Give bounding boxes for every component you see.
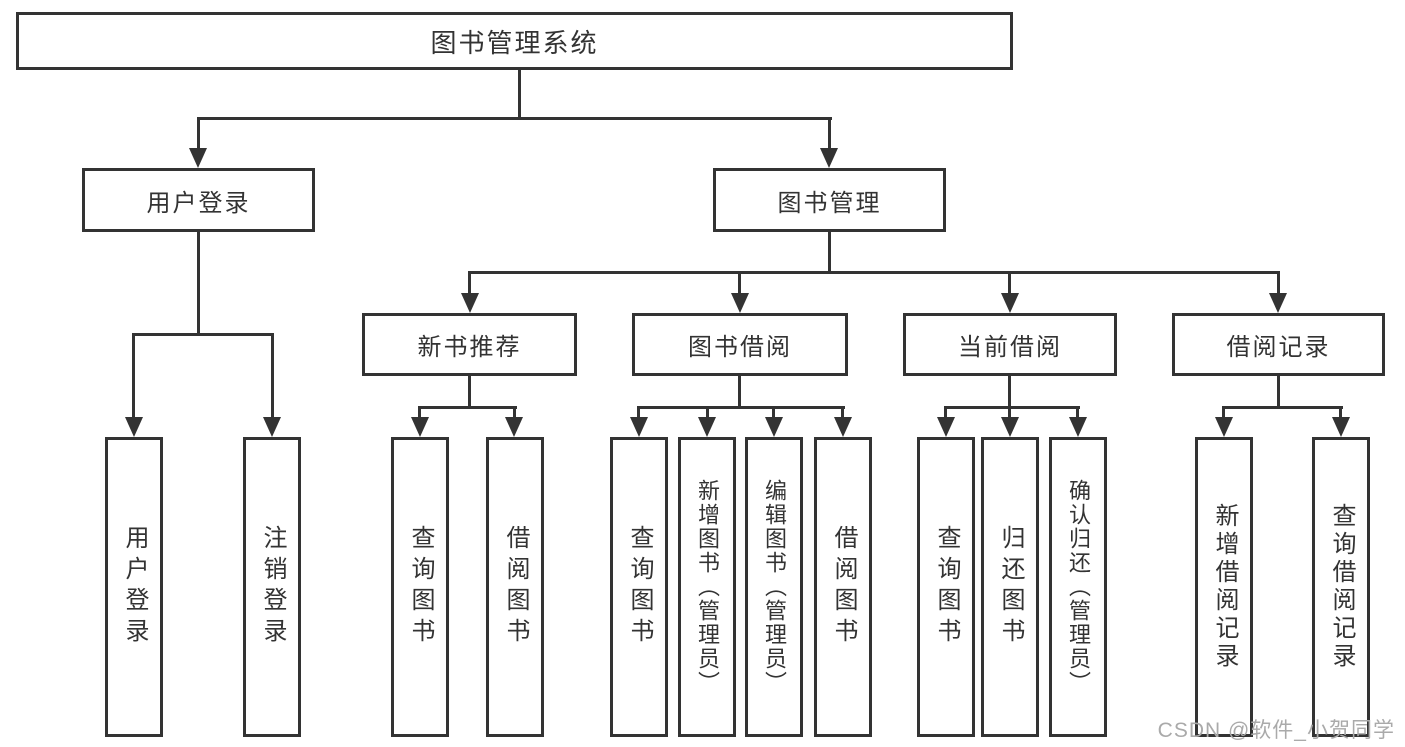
connector-drop	[1008, 271, 1011, 295]
node-user-login: 用户登录	[82, 168, 315, 232]
leaf-label: 新增借阅记录	[1211, 503, 1238, 671]
connector-current-stem	[1008, 373, 1011, 409]
node-book-borrow: 图书借阅	[632, 313, 848, 376]
arrowhead	[411, 417, 429, 437]
connector-drop	[132, 333, 135, 419]
leaf-label: 归还图书	[997, 525, 1024, 649]
leaf-label: 借阅图书	[830, 525, 857, 649]
connector-drop	[772, 406, 775, 419]
connector-current-rail	[944, 406, 1080, 409]
arrowhead	[263, 417, 281, 437]
connector-drop	[271, 333, 274, 419]
arrowhead	[1001, 417, 1019, 437]
leaf-newbook-query-books: 查询图书	[391, 437, 449, 737]
connector-userlogin-stem	[197, 230, 200, 335]
connector-drop	[418, 406, 421, 419]
arrowhead	[125, 417, 143, 437]
connector-borrow-stem	[738, 373, 741, 409]
connector-drop-user-login	[197, 117, 200, 150]
leaf-borrow-edit-books-admin: 编辑图书（管理员）	[745, 437, 803, 737]
leaf-records-add-record: 新增借阅记录	[1195, 437, 1253, 737]
connector-drop-book-management	[828, 117, 831, 150]
arrowhead	[731, 293, 749, 313]
arrowhead	[1269, 293, 1287, 313]
connector-records-stem	[1277, 373, 1280, 409]
connector-drop	[706, 406, 709, 419]
arrowhead	[937, 417, 955, 437]
csdn-watermark: CSDN @软件_小贺同学	[1157, 719, 1395, 742]
arrowhead	[505, 417, 523, 437]
connector-newbook-rail	[418, 406, 517, 409]
leaf-label: 注销登录	[259, 525, 286, 649]
connector-root-stem	[518, 68, 521, 119]
leaf-label: 用户登录	[121, 525, 148, 649]
leaf-current-return-books: 归还图书	[981, 437, 1039, 737]
arrowhead	[820, 148, 838, 168]
node-current-borrow: 当前借阅	[903, 313, 1117, 376]
node-new-book-recommend: 新书推荐	[362, 313, 577, 376]
arrowhead	[461, 293, 479, 313]
arrowhead	[1332, 417, 1350, 437]
connector-drop	[944, 406, 947, 419]
arrowhead	[765, 417, 783, 437]
leaf-label: 查询图书	[407, 525, 434, 649]
connector-bookmgmt-rail	[468, 271, 1280, 274]
leaf-label: 查询借阅记录	[1328, 503, 1355, 671]
node-borrow-records: 借阅记录	[1172, 313, 1385, 376]
leaf-borrow-borrow-books: 借阅图书	[814, 437, 872, 737]
node-book-management: 图书管理	[713, 168, 946, 232]
connector-records-rail	[1222, 406, 1343, 409]
connector-drop	[1339, 406, 1342, 419]
leaf-label: 查询图书	[626, 525, 653, 649]
leaf-label: 新增图书（管理员）	[695, 479, 720, 695]
connector-drop	[637, 406, 640, 419]
leaf-borrow-query-books: 查询图书	[610, 437, 668, 737]
leaf-logout-login: 注销登录	[243, 437, 301, 737]
leaf-label: 编辑图书（管理员）	[762, 479, 787, 695]
connector-root-rail	[197, 117, 832, 120]
arrowhead	[189, 148, 207, 168]
connector-drop	[468, 271, 471, 295]
connector-drop	[738, 271, 741, 295]
leaf-label: 确认归还（管理员）	[1066, 479, 1091, 695]
leaf-user-login: 用户登录	[105, 437, 163, 737]
leaf-label: 查询图书	[933, 525, 960, 649]
connector-drop	[841, 406, 844, 419]
leaf-current-confirm-return-admin: 确认归还（管理员）	[1049, 437, 1107, 737]
node-root: 图书管理系统	[16, 12, 1013, 70]
connector-userlogin-rail	[132, 333, 274, 336]
connector-drop	[1076, 406, 1079, 419]
connector-newbook-stem	[468, 373, 471, 409]
arrowhead	[1069, 417, 1087, 437]
connector-bookmgmt-stem	[828, 230, 831, 274]
arrowhead	[698, 417, 716, 437]
leaf-newbook-borrow-books: 借阅图书	[486, 437, 544, 737]
leaf-borrow-add-books-admin: 新增图书（管理员）	[678, 437, 736, 737]
leaf-records-query-record: 查询借阅记录	[1312, 437, 1370, 737]
connector-drop	[513, 406, 516, 419]
leaf-label: 借阅图书	[502, 525, 529, 649]
arrowhead	[630, 417, 648, 437]
leaf-current-query-books: 查询图书	[917, 437, 975, 737]
arrowhead	[834, 417, 852, 437]
connector-drop	[1008, 406, 1011, 419]
arrowhead	[1001, 293, 1019, 313]
connector-drop	[1277, 271, 1280, 295]
connector-drop	[1222, 406, 1225, 419]
connector-borrow-rail	[637, 406, 845, 409]
arrowhead	[1215, 417, 1233, 437]
